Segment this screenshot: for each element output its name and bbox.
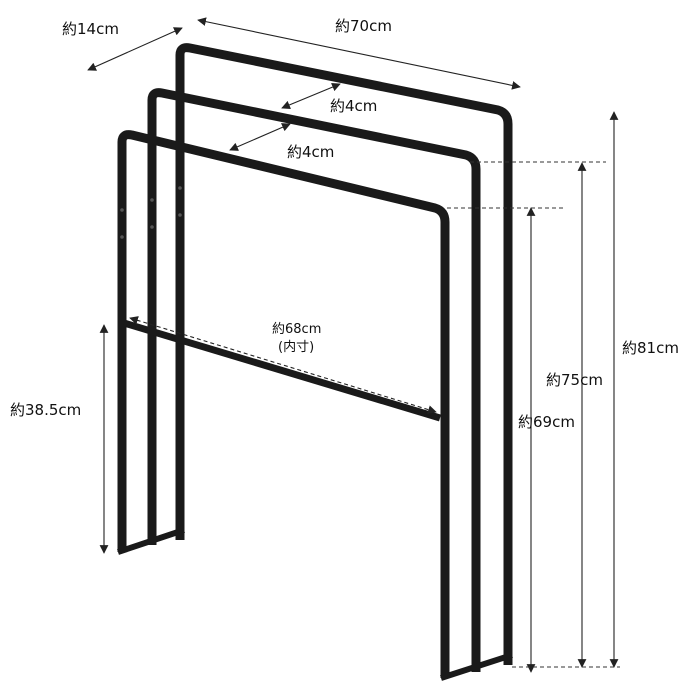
total-height-label: 約81cm: [622, 339, 679, 357]
left-base: [117, 527, 185, 555]
front-frame: [117, 130, 450, 678]
reference-lines: [447, 161, 620, 668]
gap-back-arrow: [281, 82, 341, 110]
inner-width-note: (内寸): [278, 339, 314, 355]
gap-front-label: 約4cm: [287, 143, 334, 161]
depth-label: 約14cm: [62, 20, 119, 38]
middle-height-label: 約75cm: [546, 371, 603, 389]
middle-frame: [147, 88, 481, 672]
front-height-label: 約69cm: [518, 413, 575, 431]
lower-crossbar: [122, 319, 442, 422]
gap-front-arrow: [229, 123, 291, 151]
inner-width-label: 約68cm: [272, 322, 321, 337]
right-base: [440, 652, 513, 681]
bar-height-label: 約38.5cm: [10, 401, 81, 419]
frame-holes: [120, 186, 182, 239]
gap-back-label: 約4cm: [330, 97, 377, 115]
depth-arrow: [87, 27, 183, 71]
width-label: 約70cm: [335, 17, 392, 35]
width-arrow: [197, 17, 521, 90]
dimension-lines: [87, 17, 619, 673]
inner-width-arrow: [129, 316, 437, 414]
